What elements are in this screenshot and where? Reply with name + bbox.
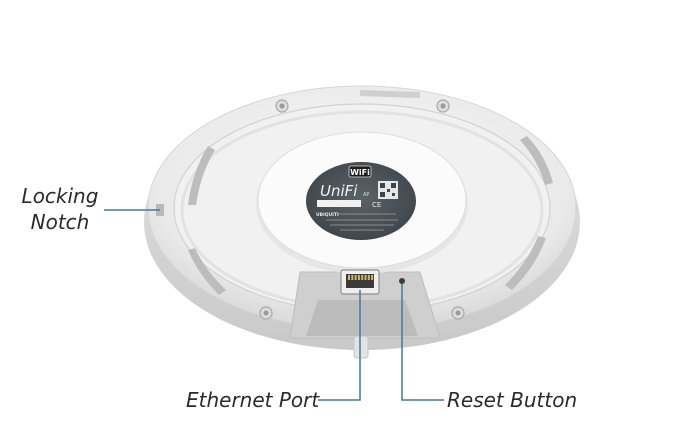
screw	[436, 99, 450, 113]
mounting-slot	[188, 248, 226, 295]
ethernet-port-line	[318, 290, 361, 401]
ethernet-port	[340, 269, 380, 295]
wifi-badge-text: WiFi	[350, 168, 370, 177]
ce-mark: CE	[372, 201, 381, 209]
reset-button-label: Reset Button	[447, 388, 578, 412]
qr-code-pattern	[380, 183, 396, 197]
screw	[275, 99, 289, 113]
bottom-stub	[353, 335, 369, 359]
mounting-slot	[520, 136, 553, 185]
locking-notch-label-line1: Locking	[21, 184, 99, 208]
locking-notch-label-line2: Notch	[30, 210, 90, 234]
wifi-badge	[348, 165, 372, 178]
mounting-slot	[360, 90, 420, 98]
fine-print	[326, 213, 398, 231]
screw	[259, 306, 273, 320]
label-plate: WiFi UniFi AP CE UBIQUITI	[306, 162, 416, 240]
mounting-slot	[505, 236, 546, 290]
barcode-sticker	[317, 200, 361, 207]
model-suffix: AP	[363, 192, 369, 198]
mounting-slot	[188, 146, 215, 205]
reset-button	[399, 278, 405, 284]
ethernet-port-label: Ethernet Port	[186, 388, 320, 412]
locking-notch-label: Locking Notch	[14, 183, 106, 235]
screw	[451, 306, 465, 320]
callout-lines	[104, 209, 444, 401]
reset-button-line	[401, 284, 444, 401]
cable-channel-floor	[306, 300, 418, 336]
maker-logo: UBIQUITI	[316, 212, 339, 218]
brand-logo: UniFi	[320, 182, 358, 200]
